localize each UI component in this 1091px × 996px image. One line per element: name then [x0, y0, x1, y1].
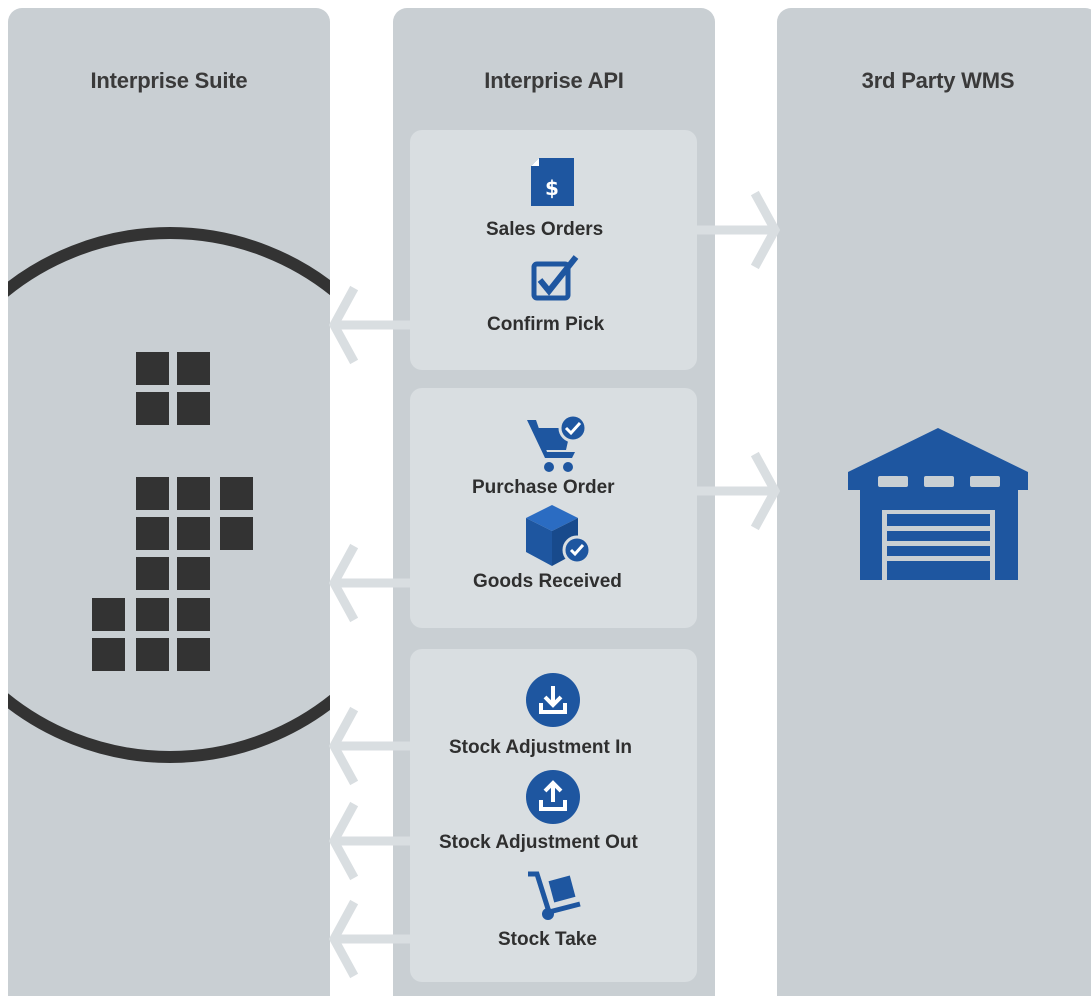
purchase-order-label: Purchase Order: [466, 475, 621, 501]
hand-truck-icon: [528, 871, 581, 920]
sales-orders-label: Sales Orders: [480, 217, 610, 243]
interprise-logo: [8, 227, 330, 763]
stock-take-label: Stock Take: [492, 927, 603, 953]
cart-check-icon: [527, 413, 588, 472]
stock-take-arrowhead: [328, 899, 359, 979]
third-party-wms-title: 3rd Party WMS: [861, 68, 1015, 93]
sales-orders-arrowhead: [750, 190, 781, 270]
goods-received-arrowhead: [328, 543, 359, 623]
purchase-order-arrowhead: [750, 451, 781, 531]
svg-text:$: $: [545, 176, 559, 200]
goods-received-label: Goods Received: [467, 569, 628, 595]
stock-adjustment-in-label: Stock Adjustment In: [443, 735, 638, 761]
warehouse-icon: [848, 428, 1028, 580]
invoice-dollar-icon: $: [531, 158, 574, 206]
upload-circle-icon: [526, 770, 580, 824]
confirm-pick-arrowhead: [328, 285, 359, 365]
stock-adjustment-out-label: Stock Adjustment Out: [433, 830, 644, 856]
interprise-api-title: Interprise API: [484, 68, 624, 93]
box-check-icon: [526, 505, 592, 566]
stock-adj-in-arrowhead: [328, 706, 359, 786]
stock-adj-out-arrowhead: [328, 801, 359, 881]
confirm-pick-label: Confirm Pick: [481, 312, 611, 338]
interprise-suite-title: Interprise Suite: [90, 68, 248, 93]
download-circle-icon: [526, 673, 580, 727]
checkbox-check-icon: [531, 255, 579, 301]
